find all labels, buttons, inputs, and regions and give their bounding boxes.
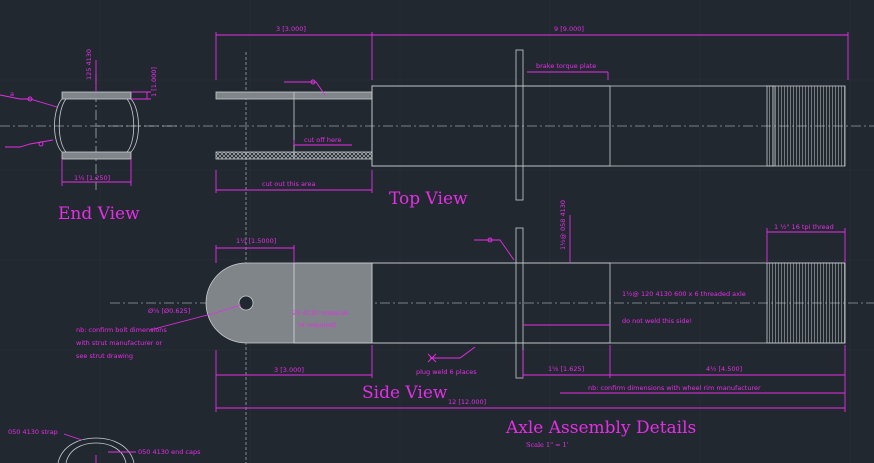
label-1-14: 1¼ [1.250] — [74, 174, 110, 182]
side-view — [110, 215, 874, 412]
end-view — [0, 60, 178, 190]
title-side-view: Side View — [362, 383, 448, 403]
brake-torque-plate-label: brake torque plate — [536, 62, 596, 70]
weld-symbol-a: a — [10, 90, 14, 98]
title-axle-assembly: Axle Assembly Details — [505, 418, 696, 438]
wheel-rim-note: nb: confirm dimensions with wheel rim ma… — [588, 384, 761, 392]
title-end-view: End View — [58, 204, 140, 224]
dim-5-8: Ø⅝ [Ø0.625] — [148, 307, 190, 315]
dim-058-4130: 1½@ 058 4130 — [559, 200, 567, 250]
label-125-4130: 125 4130 — [85, 49, 93, 80]
dim-1-12: 1½ [1.5000] — [236, 237, 276, 245]
cut-off-here-label: cut off here — [304, 136, 341, 144]
top-view — [95, 32, 874, 463]
do-not-weld-label: do not weld this side! — [622, 317, 692, 325]
threaded-axle-label: 1½@ 120 4130 600 x 6 threaded axle — [622, 290, 746, 298]
bolt-note-line-3: see strut drawing — [76, 352, 133, 360]
bolt-note-line-1: nb: confirm bolt dimensions — [76, 326, 167, 334]
end-caps-label: 050 4130 end caps — [138, 448, 201, 456]
dim-3-top: 3 [3.000] — [276, 25, 306, 33]
strap-detail — [57, 433, 136, 463]
dim-3-side: 3 [3.000] — [274, 366, 304, 374]
material-line-2: (4 required) — [298, 321, 337, 329]
dim-12-overall: 12 [12.000] — [448, 398, 486, 406]
dim-1-58: 1⅝ [1.625] — [548, 365, 584, 373]
strap-label: 050 4130 strap — [8, 428, 58, 436]
thread-spec-label: 1 ½" 16 tpi thread — [774, 223, 834, 231]
cut-out-area-label: cut out this area — [262, 180, 315, 188]
material-line-1: 25 4130 material — [292, 309, 348, 317]
label-1-1000: 1 [1.000] — [150, 67, 158, 97]
title-top-view: Top View — [389, 189, 468, 209]
plug-weld-label: plug weld 6 places — [416, 368, 477, 376]
bolt-note-line-2: with strut manufacturer or — [76, 339, 163, 347]
dim-9-top: 9 [9.000] — [554, 25, 584, 33]
scale-label: Scale 1" = 1' — [526, 441, 569, 449]
dim-4-12: 4½ [4.500] — [706, 365, 742, 373]
